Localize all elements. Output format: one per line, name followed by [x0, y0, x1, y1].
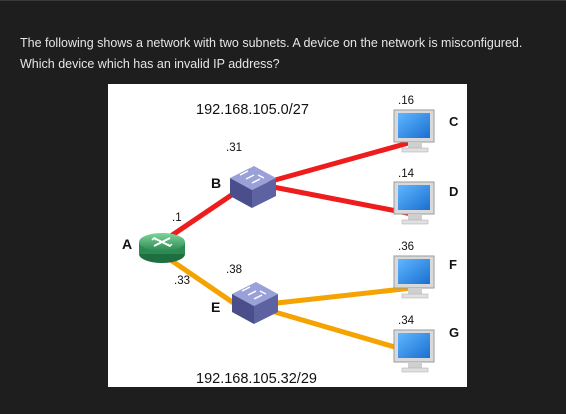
router-a-icon[interactable]	[139, 233, 185, 263]
router-name-label: A	[122, 236, 132, 252]
host-g-ip-label: .34	[398, 315, 415, 327]
link-b-d	[267, 183, 413, 217]
host-f-ip-label: .36	[398, 241, 414, 253]
host-c-ip-label: .16	[398, 95, 414, 107]
link-a-b	[160, 189, 238, 245]
link-a-e	[160, 251, 240, 309]
switch-e-ip-label: .38	[226, 264, 242, 276]
switch-b-name-label: B	[211, 175, 221, 191]
links	[160, 139, 413, 355]
host-g-monitor-icon[interactable]	[393, 329, 435, 373]
switch-b-icon[interactable]	[230, 166, 276, 208]
network-diagram-svg: 192.168.105.0/27 192.168.105.32/29 A .1 …	[122, 95, 459, 387]
switch-e-icon[interactable]	[232, 282, 278, 324]
host-d-monitor-icon[interactable]	[393, 181, 435, 225]
top-divider	[0, 0, 566, 1]
router-ip-to-b-label: .1	[172, 212, 182, 224]
link-e-g	[267, 307, 413, 355]
subnet-top-label: 192.168.105.0/27	[196, 102, 309, 118]
switch-b-ip-label: .31	[226, 142, 242, 154]
router-ip-to-e-label: .33	[174, 275, 190, 287]
link-e-f	[267, 285, 413, 307]
host-c-name-label: C	[449, 114, 459, 129]
network-diagram: 192.168.105.0/27 192.168.105.32/29 A .1 …	[108, 84, 467, 387]
host-f-name-label: F	[449, 257, 457, 272]
link-b-c	[267, 139, 413, 185]
host-d-ip-label: .14	[398, 168, 415, 180]
subnet-bottom-label: 192.168.105.32/29	[196, 371, 317, 387]
host-d-name-label: D	[449, 184, 458, 199]
host-g-name-label: G	[449, 325, 459, 340]
switch-e-name-label: E	[211, 299, 220, 315]
question-text: The following shows a network with two s…	[20, 36, 523, 71]
host-f-monitor-icon[interactable]	[393, 255, 435, 299]
host-c-monitor-icon[interactable]	[393, 109, 435, 153]
